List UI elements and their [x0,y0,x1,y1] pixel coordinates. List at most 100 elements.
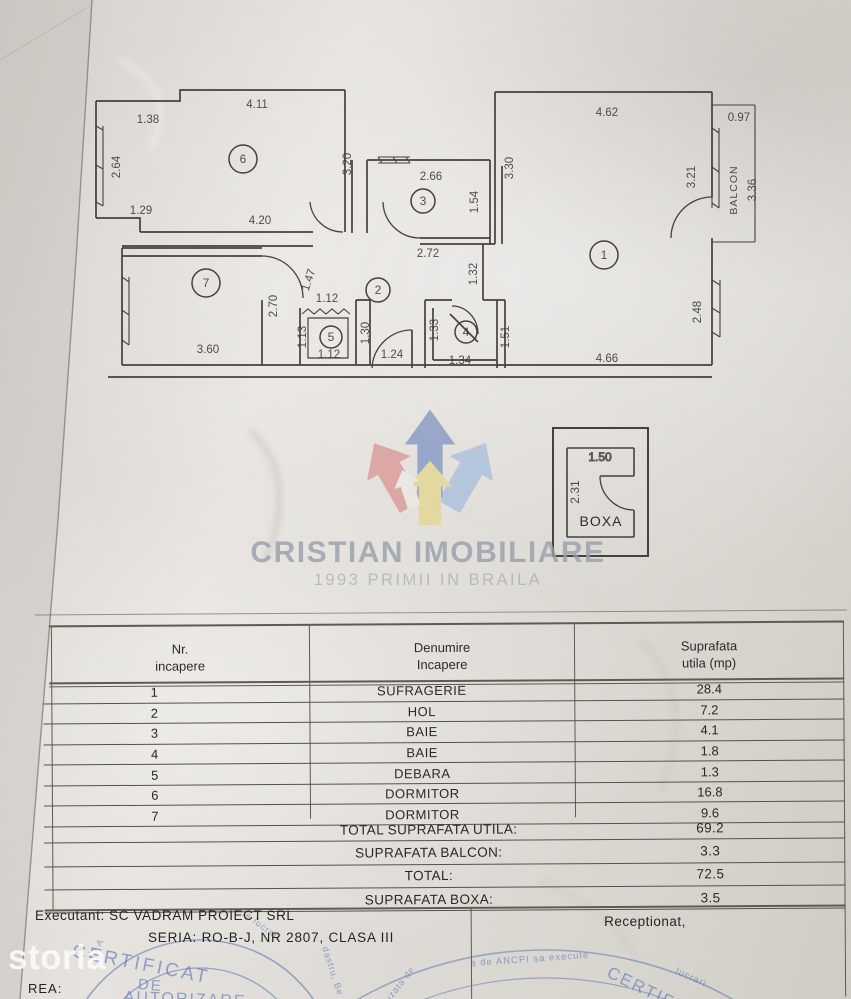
stamp-text: DE [137,976,163,995]
room-area: 4.1 [700,722,719,738]
boxa-depth-label: 2.31 [568,480,582,504]
folding-door [301,308,351,315]
total-value: 72.5 [696,866,725,882]
dimension-label: 3.60 [197,344,219,356]
seria-line: SERIA: RO-B-J, NR 2807, CLASA III [148,930,395,945]
boxa-width-label: 1.50 [588,450,612,464]
room-number: 6 [240,152,247,166]
room-number: 7 [203,276,210,290]
dimension-label: 4.62 [596,107,618,119]
dimension-label: 3.36 [747,179,759,201]
room-area: 28.4 [696,681,722,697]
dimension-label: 2.48 [692,301,704,323]
agency-logo-subtitle: 1993 PRIMII IN BRAILA [314,571,543,589]
dimension-label: 1.38 [137,114,159,126]
header-nr-incapere: Nr. incapere [51,632,309,684]
boxa-plan: 1.50 2.31 BOXA [552,427,649,557]
room-number-marker [228,144,258,174]
dimension-label: 1.51 [500,326,512,348]
room-area: 1.3 [700,763,719,779]
agency-logo-title: CRISTIAN IMOBILIARE [250,536,605,569]
dimension-label: 4.20 [249,215,271,227]
header-line: Suprafata [680,638,738,654]
dimension-label: 2.66 [420,171,442,183]
header-line: Nr. [171,641,189,657]
room-number-marker [454,320,478,344]
cutoff-text: REA: [28,981,63,996]
dimension-label: 1.24 [381,349,404,361]
row-number: 2 [150,705,159,721]
footer-divider [470,907,473,999]
row-number: 5 [151,767,159,783]
storia-watermark: storia [8,938,107,977]
dimension-label: 4.11 [246,99,268,111]
room-number-marker [365,277,391,303]
dimension-label: 1.54 [469,190,481,213]
table-totals: TOTAL SUPRAFATA UTILA: 69.2 SUPRAFATA BAL… [44,815,846,914]
dimension-label: 4.66 [596,353,618,365]
total-value: 69.2 [696,819,725,836]
certification-stamp-left [85,939,315,999]
room-number: 1 [601,248,608,262]
total-label: SUPRAFATA BOXA: [364,891,494,908]
dimension-label: 1.47 [300,268,318,293]
certification-stamp-right [356,949,734,999]
total-label: TOTAL SUPRAFATA UTILA: [339,821,518,838]
dimension-label: 3.20 [342,153,354,175]
room-number-marker [191,268,221,298]
dimension-label: 1.12 [316,293,338,305]
dimension-label: 1.34 [449,355,472,367]
room-number-marker [319,325,343,349]
total-label: TOTAL: [404,868,454,884]
header-line: utila (mp) [681,655,737,671]
dimension-label: 3.30 [504,157,516,179]
balcony-label: BALCON [728,165,740,214]
room-name: BAIE [406,745,439,761]
header-line: Denumire [413,639,471,656]
room-area: 16.8 [697,784,723,800]
row-number: 4 [150,746,159,762]
row-number: 1 [150,685,158,701]
dimension-label: 1.32 [468,263,480,285]
dimension-label: 2.70 [268,295,280,317]
dimension-label: 1.29 [130,205,152,217]
header-denumire: Denumire Incapere [310,630,574,682]
total-value: 3.5 [700,889,721,905]
room-number: 2 [375,283,382,297]
dimension-label: 1.30 [360,322,372,344]
agency-logo-watermark [352,409,508,526]
header-line: Incapere [416,656,468,673]
room-name: HOL [407,703,437,720]
header-line: incapere [155,658,206,674]
room-number: 3 [420,194,427,208]
total-value: 3.3 [700,843,721,859]
dimension-label: 0.97 [728,112,750,124]
row-number: 6 [151,787,159,803]
dimension-label: 2.64 [111,155,123,178]
room-number: 5 [328,330,335,344]
dimension-label: 1.12 [318,349,340,361]
room-area: 7.2 [700,702,719,718]
dimension-label: 1.13 [297,326,309,348]
room-number-marker [410,188,436,214]
room-number: 4 [463,325,470,339]
door-arcs [261,196,713,369]
room-name: BAIE [406,724,438,740]
floor-plan-walls [95,89,756,378]
room-name: DEBARA [393,765,451,781]
stamp-text: AUTORIZARE [123,989,246,999]
executant-line: Executant: SC VADRAM PROIECT SRL [35,908,295,923]
dimension-label: 1.33 [429,319,441,341]
dimension-label: 2.72 [417,248,439,260]
room-name: SUFRAGERIE [376,683,467,699]
windows [95,125,721,346]
receptionat-label: Receptionat, [604,914,686,929]
dimension-label: 3.21 [686,166,698,188]
room-name: DORMITOR [385,786,460,802]
row-number: 3 [150,726,159,742]
total-label: SUPRAFATA BALCON: [355,844,503,861]
room-area: 1.8 [700,743,719,759]
